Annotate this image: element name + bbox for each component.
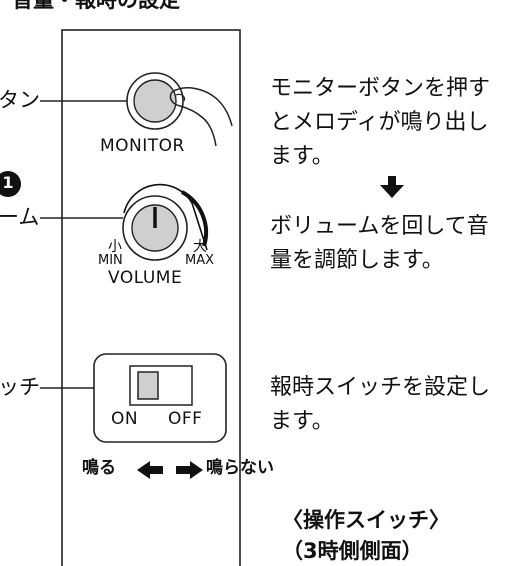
side-panel (61, 29, 241, 566)
right-arrow-icon (176, 461, 203, 479)
volume-label: VOLUME (108, 268, 183, 288)
number-badge-icon (0, 171, 21, 197)
volume-large-label: 大 (193, 239, 207, 255)
volume-range-arc (181, 190, 209, 247)
switch-off-label: OFF (168, 409, 203, 429)
monitor-description: モニターボタンを押すとメロディが鳴り出します。 (270, 76, 491, 169)
callout-number: 1 (2, 173, 14, 192)
switch-slider[interactable] (137, 371, 159, 400)
callout-label-volume: ーム (0, 205, 40, 229)
volume-knob[interactable] (122, 195, 188, 261)
finger-icon (169, 87, 233, 147)
caption-subtitle: （3時側側面） (282, 539, 423, 563)
switch-description: 報時スイッチを設定します。 (270, 375, 491, 434)
monitor-button[interactable] (126, 72, 184, 130)
silent-label: 鳴らない (206, 458, 274, 478)
callout-label-monitor: タン (0, 88, 40, 112)
sounds-label: 鳴る (82, 458, 116, 478)
down-arrow-icon (380, 176, 404, 198)
switch-housing (93, 353, 227, 443)
left-arrow-icon (137, 461, 163, 479)
volume-description: ボリュームを回して音量を調節します。 (270, 214, 489, 273)
callout-label-switch: ッチ (0, 375, 40, 399)
monitor-label: MONITOR (100, 136, 185, 156)
volume-max-label: MAX (185, 253, 215, 268)
header-fragment: 音量・報時の設定 (12, 0, 180, 12)
caption-title: 〈操作スイッチ〉 (282, 508, 450, 532)
volume-min-label: MIN (98, 253, 123, 268)
volume-small-label: 小 (108, 239, 122, 255)
switch-on-label: ON (111, 409, 139, 429)
